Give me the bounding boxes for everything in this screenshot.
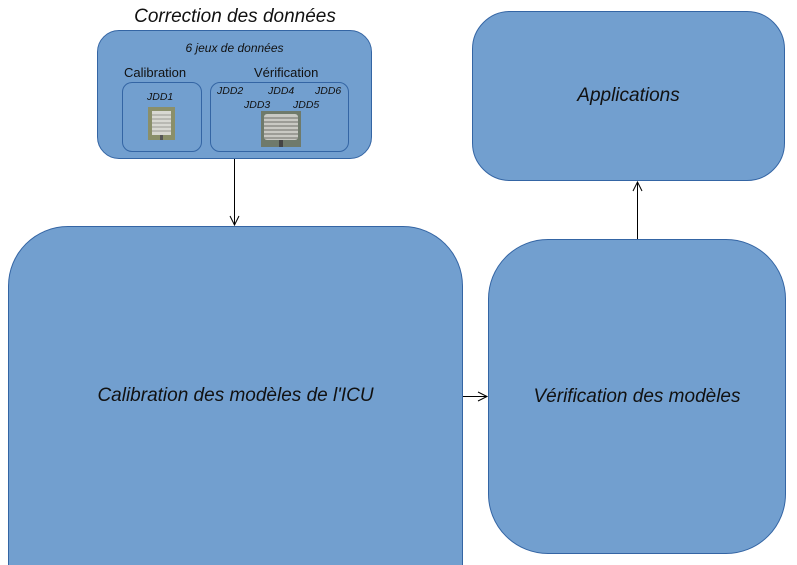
applications-box: Applications (472, 11, 785, 181)
calibration-header: Calibration (124, 65, 187, 80)
radiation-shield-icon (261, 111, 301, 147)
verification-datasets-box: JDD2 JDD4 JDD6 JDD3 JDD5 (210, 82, 349, 152)
applications-label: Applications (577, 85, 680, 106)
calibration-models-label: Calibration des modèles de l'ICU (97, 385, 374, 406)
verification-header: Vérification (254, 65, 319, 80)
dataset-label-jdd3: JDD3 (244, 99, 271, 111)
calibration-datasets-box: JDD1 (122, 82, 202, 152)
data-correction-box: 6 jeux de données Calibration Vérificati… (97, 30, 372, 159)
verification-models-box: Vérification des modèles (488, 239, 786, 554)
calibration-models-box: Calibration des modèles de l'ICU (8, 226, 463, 565)
datasets-count-label: 6 jeux de données (185, 41, 284, 55)
verification-models-label: Vérification des modèles (533, 385, 741, 407)
dataset-label-jdd5: JDD5 (293, 99, 320, 111)
weather-shelter-icon (148, 107, 175, 140)
dataset-label-jdd1: JDD1 (147, 91, 174, 103)
dataset-label-jdd4: JDD4 (268, 85, 295, 97)
dataset-label-jdd6: JDD6 (315, 85, 342, 97)
correction-title: Correction des données (134, 6, 336, 27)
dataset-label-jdd2: JDD2 (217, 85, 244, 97)
